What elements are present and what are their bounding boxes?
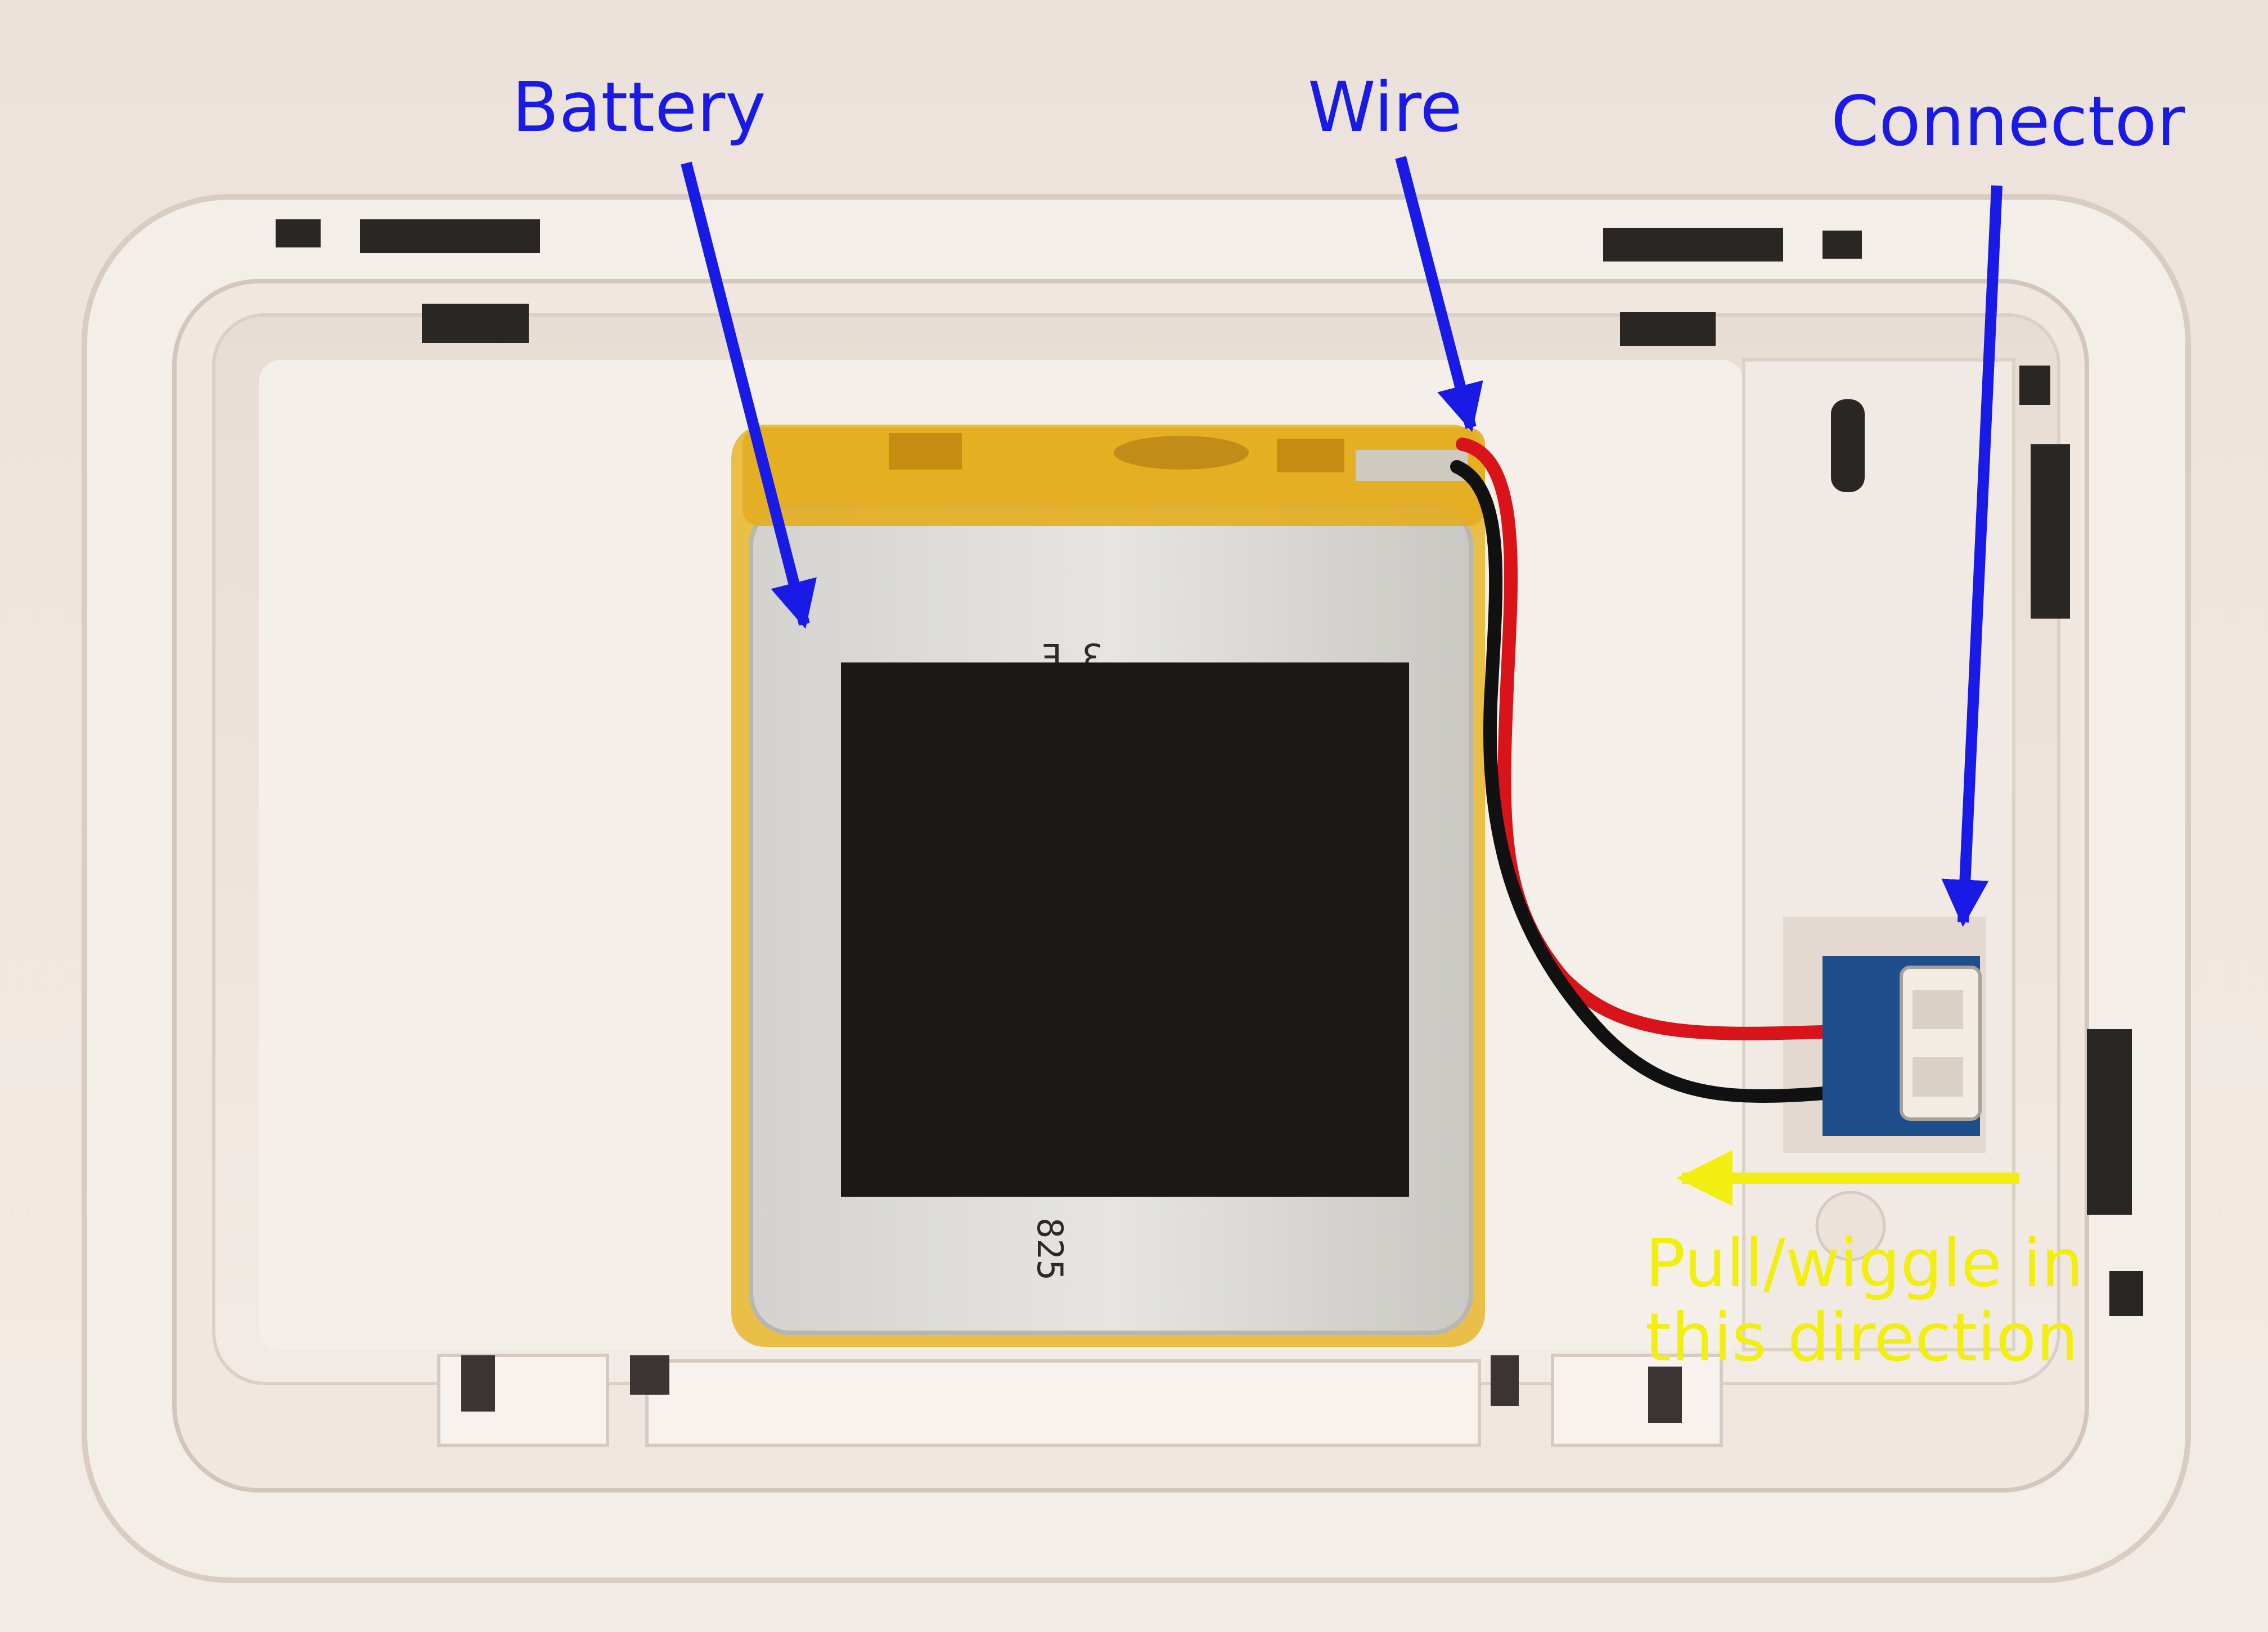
case-slot (1822, 231, 1862, 259)
connector-pin (1912, 990, 1963, 1029)
case-slot (276, 219, 321, 247)
case-slot (2019, 366, 2050, 405)
usb-port (1831, 399, 1865, 492)
case-slot (2109, 1271, 2143, 1316)
case-slot (2087, 1029, 2132, 1215)
case-slot (1603, 228, 1783, 262)
case-slot (1620, 312, 1716, 346)
battery-top-fold (1277, 439, 1344, 472)
case-screw-boss (1815, 1191, 1886, 1261)
battery-black-pad (841, 662, 1409, 1197)
connector-pin (1912, 1057, 1963, 1097)
pull-instruction-line2: this direction (1645, 1299, 2078, 1376)
case-clip-shadow (461, 1355, 495, 1412)
case-slot (2031, 444, 2070, 619)
connector-compartment (1742, 358, 2015, 1351)
battery-arrow (681, 161, 817, 629)
case-clip-shadow (1648, 1367, 1682, 1423)
connector-arrow (1941, 185, 2002, 927)
pull-instruction-line1: Pull/wiggle in (1645, 1224, 2084, 1302)
wire-black (1450, 460, 1914, 1103)
battery-terminal-tab (1356, 450, 1468, 481)
battery-print-bottom: 825 (1029, 1218, 1070, 1281)
case-clip-shadow (1491, 1355, 1519, 1406)
wire-label: Wire (1308, 67, 1462, 147)
case-clip (645, 1359, 1481, 1447)
wire-arrow (1395, 156, 1483, 432)
battery-top-fold (889, 433, 962, 470)
case-clip (1551, 1354, 1723, 1447)
battery: 3 E 825 (731, 425, 1485, 1347)
battery-top-fold (1114, 436, 1249, 470)
connector-label: Connector (1831, 82, 2185, 161)
case-slot (360, 219, 540, 253)
case-slot (422, 304, 529, 343)
case-clip-shadow (630, 1355, 669, 1395)
battery-label: Battery (512, 67, 766, 147)
